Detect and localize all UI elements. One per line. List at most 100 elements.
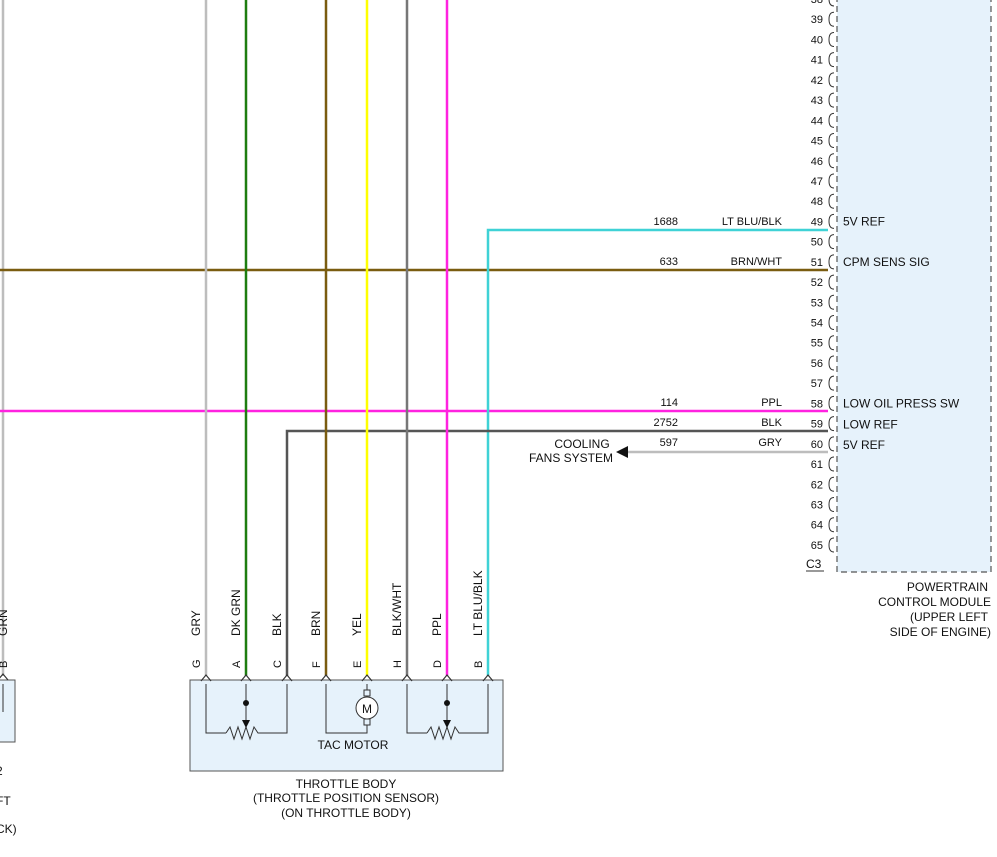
tac-motor-circuit	[325, 684, 371, 734]
pcm-pin-terminal	[828, 52, 835, 68]
pcm-pin-number: 53	[811, 297, 823, 309]
tps-sensor-1-node	[243, 700, 249, 706]
pcm-pin-terminal	[828, 375, 835, 391]
pcm-pin-number: 45	[811, 136, 823, 148]
pcm-pin-label: CPM SENS SIG	[843, 255, 930, 269]
tps-sensor-2-wiper-arrow	[443, 720, 451, 728]
circuit-number-1688: 1688	[654, 216, 678, 228]
pcm-pin-terminal	[828, 213, 835, 229]
pcm-pin-terminal	[828, 395, 835, 411]
pcm-connector-label: C3	[806, 557, 822, 571]
throttle-pin-terminal	[482, 674, 494, 682]
pcm-pin-terminal	[828, 537, 835, 553]
pcm-pin-label: 5V REF	[843, 438, 885, 452]
pcm-pin-number: 62	[811, 479, 823, 491]
pcm-pin-terminal	[828, 193, 835, 209]
pcm-name-line-4: SIDE OF ENGINE)	[890, 625, 991, 639]
pcm-pin-list: 3839404142434445464748495051525354555657…	[811, 0, 835, 553]
pcm-pin-terminal	[828, 92, 835, 108]
pcm-pin-label: LOW REF	[843, 418, 898, 432]
pcm-pin-terminal	[828, 234, 835, 250]
pcm-pin-terminal	[828, 254, 835, 270]
cooling-arrow-icon	[616, 446, 628, 458]
pcm-pin-number: 42	[811, 75, 823, 87]
pcm-pin-number: 54	[811, 318, 823, 330]
tac-motor-label: TAC MOTOR	[318, 738, 389, 752]
throttle-wire-color-label: GRY	[189, 610, 203, 636]
throttle-pin-terminal	[281, 674, 293, 682]
pcm-pin-number: 64	[811, 520, 823, 532]
circuit-color-114: PPL	[761, 397, 782, 409]
pcm-pin-terminal	[828, 72, 835, 88]
pcm-pin-terminal	[828, 274, 835, 290]
circuit-number-114: 114	[660, 397, 678, 409]
pcm-pin-terminal	[828, 133, 835, 149]
tps-sensor-2-node	[444, 700, 450, 706]
pcm-pin-number: 51	[811, 257, 823, 269]
pcm-pin-label: 5V REF	[843, 214, 885, 228]
pcm-name-line-2: CONTROL MODULE	[878, 595, 991, 609]
pcm-pin-terminal	[828, 517, 835, 533]
pcm-pin-number: 46	[811, 156, 823, 168]
pcm-pin-terminal	[828, 416, 835, 432]
pcm-pin-number: 38	[811, 0, 823, 6]
throttle-pin-terminal	[240, 674, 252, 682]
throttle-wire-color-label: LT BLU/BLK	[471, 570, 485, 636]
pcm-pin-number: 60	[811, 439, 823, 451]
circuit-number-597: 597	[660, 437, 678, 449]
circuit-color-2752: BLK	[761, 417, 782, 429]
pcm-pin-number: 49	[811, 216, 823, 228]
pcm-pin-terminal	[828, 335, 835, 351]
left-pin-terminal	[0, 673, 9, 681]
pcm-pin-labels: 5V REF CPM SENS SIG LOW OIL PRESS SW LOW RE…	[843, 214, 960, 451]
pcm-pin-number: 58	[811, 398, 823, 410]
throttle-pin-terminal	[401, 674, 413, 682]
circuit-number-2752: 2752	[654, 417, 678, 429]
left-wire-label: GRN	[0, 609, 10, 636]
circuit-color-597: GRY	[758, 437, 782, 449]
pcm-pin-number: 55	[811, 338, 823, 350]
throttle-pin-letter: F	[311, 661, 323, 668]
pcm-pin-number: 59	[811, 419, 823, 431]
pcm-pin-terminal	[828, 456, 835, 472]
pcm-pin-number: 44	[811, 115, 823, 127]
throttle-wire-color-label: BLK/WHT	[390, 582, 404, 636]
pcm-pin-number: 50	[811, 237, 823, 249]
pcm-pin-terminal	[828, 497, 835, 512]
left-partial-text-1: 2	[0, 764, 3, 778]
throttle-pin-terminal	[200, 674, 212, 682]
tps-sensor-1-wiper-arrow	[242, 720, 250, 728]
pcm-pin-terminal	[828, 315, 835, 331]
throttle-wire-color-label: BRN	[309, 611, 323, 636]
throttle-pin-letter: E	[352, 661, 364, 668]
pcm-name-line-3: (UPPER LEFT	[910, 610, 989, 624]
pcm-pin-terminal	[828, 173, 835, 189]
wire-blk	[285, 429, 828, 676]
throttle-pin-letter: G	[191, 659, 203, 668]
pcm-pin-terminal	[828, 355, 835, 371]
throttle-pin-letter: D	[432, 660, 444, 668]
throttle-pin-letter: C	[272, 660, 284, 668]
pcm-pin-terminal	[828, 436, 835, 452]
cooling-label-line-2: FANS SYSTEM	[529, 451, 613, 465]
throttle-body-title-line-2: (THROTTLE POSITION SENSOR)	[253, 791, 439, 805]
circuit-number-633: 633	[660, 256, 678, 268]
wire-lt-blu-blk	[486, 228, 828, 676]
pcm-module-box	[836, 0, 992, 573]
pcm-pin-number: 40	[811, 34, 823, 46]
circuit-color-633: BRN/WHT	[731, 256, 783, 268]
pcm-pin-label: LOW OIL PRESS SW	[843, 396, 960, 410]
motor-symbol-letter: M	[362, 702, 372, 716]
pcm-pin-terminal	[828, 31, 835, 47]
pcm-pin-number: 47	[811, 176, 823, 188]
throttle-pin-letter: B	[473, 661, 485, 668]
pcm-module-name: POWERTRAIN CONTROL MODULE (UPPER LEFT SI…	[878, 580, 991, 639]
throttle-wire-color-label: BLK	[270, 613, 284, 636]
pcm-pin-terminal	[828, 112, 835, 128]
motor-symbol-icon	[355, 696, 379, 720]
left-partial-text-2: FT	[0, 794, 11, 808]
pcm-pin-number: 39	[811, 14, 823, 26]
cooling-label-line-1: COOLING	[554, 437, 609, 451]
pcm-pin-number: 41	[811, 55, 823, 67]
